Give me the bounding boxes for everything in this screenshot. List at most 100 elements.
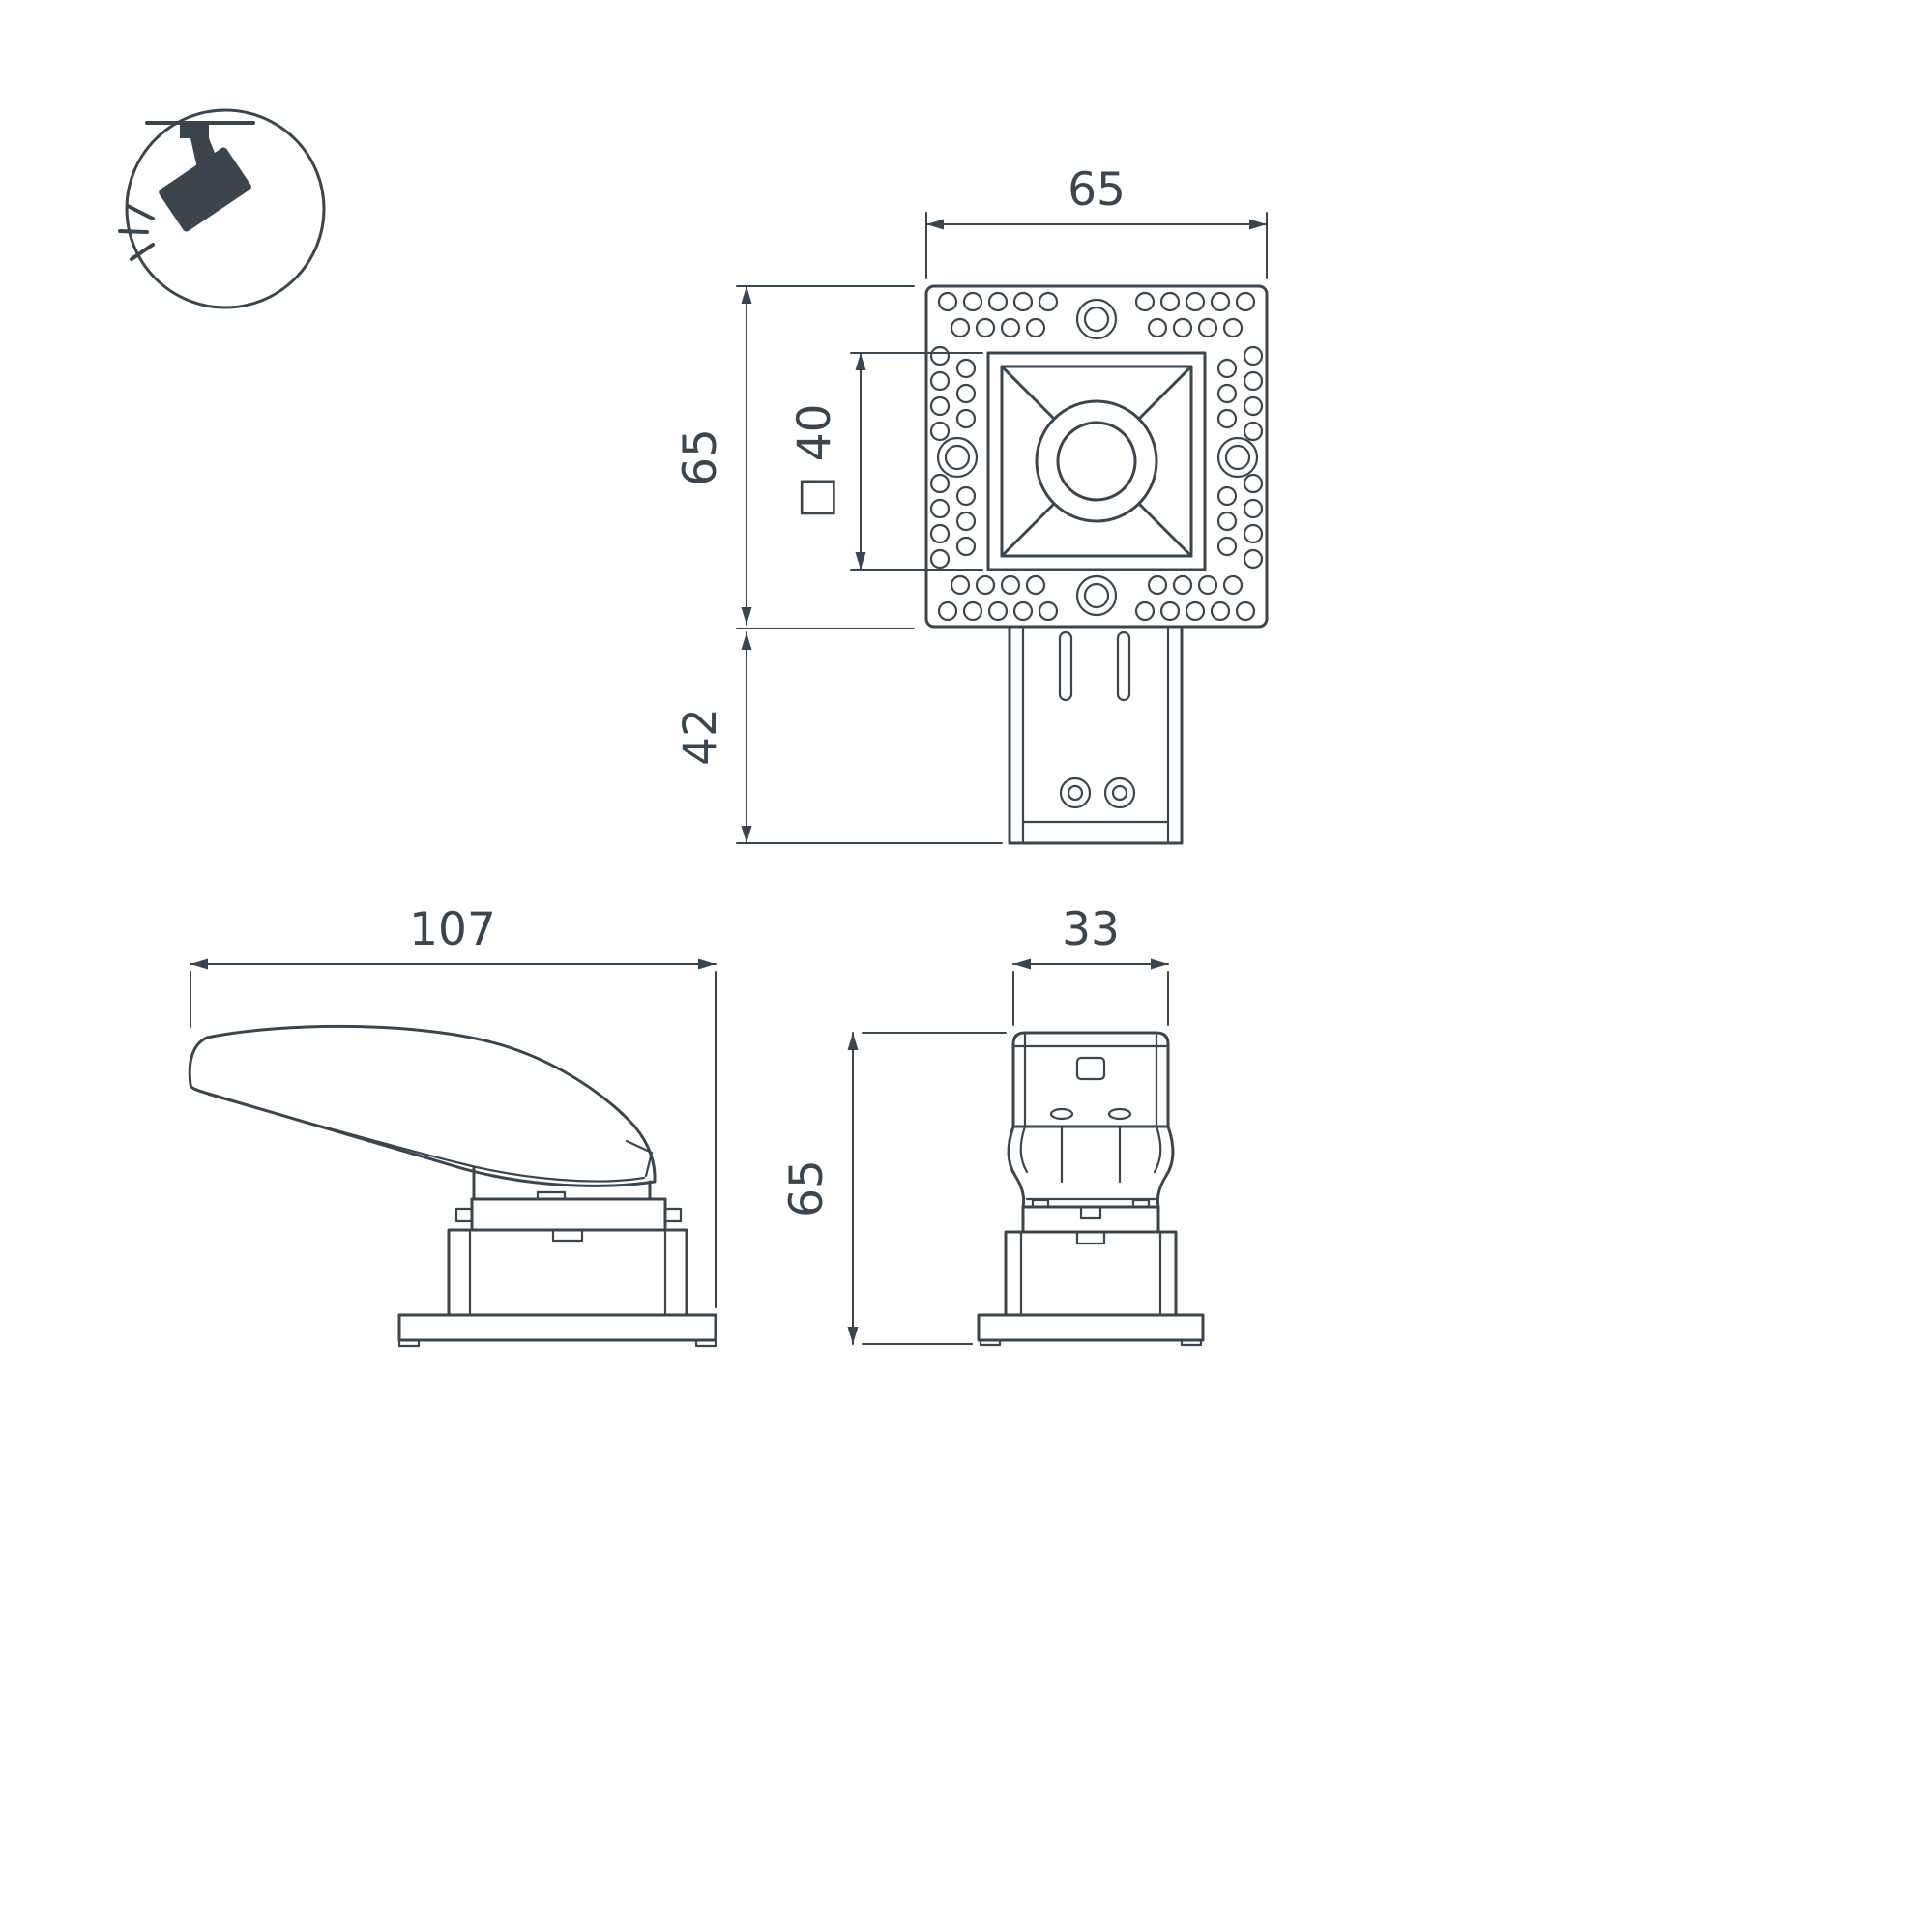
mounting-hole xyxy=(1216,408,1238,429)
mounting-hole xyxy=(1216,511,1238,532)
mounting-hole xyxy=(929,421,951,442)
mounting-hole xyxy=(1243,370,1264,392)
mounting-hole xyxy=(929,345,951,366)
mounting-hole xyxy=(1025,574,1046,596)
end-view xyxy=(977,1031,1205,1347)
collar xyxy=(470,1197,667,1232)
mounting-hole xyxy=(937,600,958,622)
mounting-hole xyxy=(1210,600,1231,622)
cutout-size-label: □ 40 xyxy=(788,403,841,518)
mounting-hole xyxy=(1159,291,1181,312)
light-rays xyxy=(118,204,155,261)
mounting-hole xyxy=(962,600,983,622)
collar-tab xyxy=(536,1190,567,1201)
mounting-hole xyxy=(1216,536,1238,557)
mounting-hole xyxy=(929,548,951,570)
mounting-hole xyxy=(1159,600,1181,622)
mounting-hole xyxy=(950,574,971,596)
mounting-hole xyxy=(1172,574,1193,596)
bracket-height-label: 42 xyxy=(674,708,727,766)
icon-circle xyxy=(125,108,326,309)
mounting-hole xyxy=(955,383,977,404)
mounting-hole xyxy=(1197,317,1218,338)
bracket-slot xyxy=(1058,630,1073,702)
end-dimensions: 33 65 xyxy=(780,903,1169,1345)
collar-notch xyxy=(1079,1205,1102,1220)
bracket-screw xyxy=(1103,776,1136,809)
mounting-hole xyxy=(1243,395,1264,417)
mounting-hole xyxy=(1147,574,1168,596)
housing-tab xyxy=(1075,1230,1106,1245)
plate-fixing-holes xyxy=(936,298,1259,617)
head-underside-line xyxy=(207,1093,646,1183)
mounting-hole xyxy=(1038,291,1059,312)
front-width-label: 65 xyxy=(1068,163,1126,217)
mounting-hole xyxy=(1147,317,1168,338)
trim-flange xyxy=(977,1313,1205,1342)
front-dimensions: 65 65 42 □ 40 xyxy=(674,163,1268,844)
mounting-hole xyxy=(987,291,1009,312)
mounting-hole xyxy=(1000,574,1021,596)
bezel-outer xyxy=(986,351,1207,571)
mounting-hole xyxy=(929,523,951,544)
end-width-label: 33 xyxy=(1062,903,1120,956)
mounting-hole xyxy=(955,536,977,557)
rear-latch xyxy=(1075,1056,1106,1081)
mounting-hole xyxy=(962,291,983,312)
plaster-frame-plate xyxy=(924,284,1269,629)
bracket-screw xyxy=(1059,776,1092,809)
mounting-hole xyxy=(1038,600,1059,622)
mounting-hole xyxy=(1185,291,1206,312)
mounting-hole xyxy=(1197,574,1218,596)
yoke-side xyxy=(1007,1125,1026,1209)
mounting-hole xyxy=(1216,383,1238,404)
mounting-hole xyxy=(1210,291,1231,312)
collar-tab xyxy=(1131,1198,1151,1209)
trim-flange xyxy=(397,1313,717,1342)
wire-hole xyxy=(1049,1107,1074,1121)
mounting-hole xyxy=(1216,485,1238,507)
front-view xyxy=(924,284,1269,845)
mounting-hole xyxy=(1222,317,1244,338)
mounting-hole xyxy=(1243,498,1264,519)
mounting-hole xyxy=(1012,600,1034,622)
mounting-hole xyxy=(1172,317,1193,338)
mounting-hole xyxy=(929,370,951,392)
mounting-hole xyxy=(987,600,1009,622)
lens-outer xyxy=(1035,399,1158,523)
mounting-hole xyxy=(1185,600,1206,622)
recessed-housing xyxy=(447,1228,688,1317)
side-view xyxy=(188,1024,717,1348)
yoke-side xyxy=(1156,1125,1175,1209)
spot-head-profile xyxy=(188,1024,657,1187)
lens-inner xyxy=(1056,421,1137,502)
mounting-hole xyxy=(1012,291,1034,312)
mounting-hole xyxy=(1000,317,1021,338)
reflector-facet xyxy=(1000,365,1056,421)
mounting-hole xyxy=(1222,574,1244,596)
mounting-hole xyxy=(1025,317,1046,338)
mounting-hole xyxy=(955,511,977,532)
mounting-hole xyxy=(929,395,951,417)
flange-foot xyxy=(694,1338,717,1348)
bracket-slot xyxy=(1116,630,1131,702)
mounting-hole xyxy=(929,498,951,519)
reflector-facet xyxy=(1137,502,1193,558)
mounting-hole xyxy=(1243,523,1264,544)
spotlight-body xyxy=(159,147,251,232)
reflector-facet xyxy=(1000,502,1056,558)
head-notch xyxy=(625,1139,654,1178)
collar-lug xyxy=(663,1207,683,1223)
mounting-hole xyxy=(1216,358,1238,379)
mounting-hole xyxy=(1134,291,1156,312)
mounting-hole xyxy=(955,485,977,507)
mounting-hole xyxy=(1243,473,1264,494)
end-height-label: 65 xyxy=(780,1159,834,1217)
flange-foot xyxy=(397,1338,421,1348)
bezel-inner xyxy=(1000,365,1193,558)
mounting-hole xyxy=(955,358,977,379)
collar-tab xyxy=(1031,1198,1050,1209)
front-height-label: 65 xyxy=(674,428,727,486)
spot-head-rear xyxy=(1011,1031,1170,1128)
